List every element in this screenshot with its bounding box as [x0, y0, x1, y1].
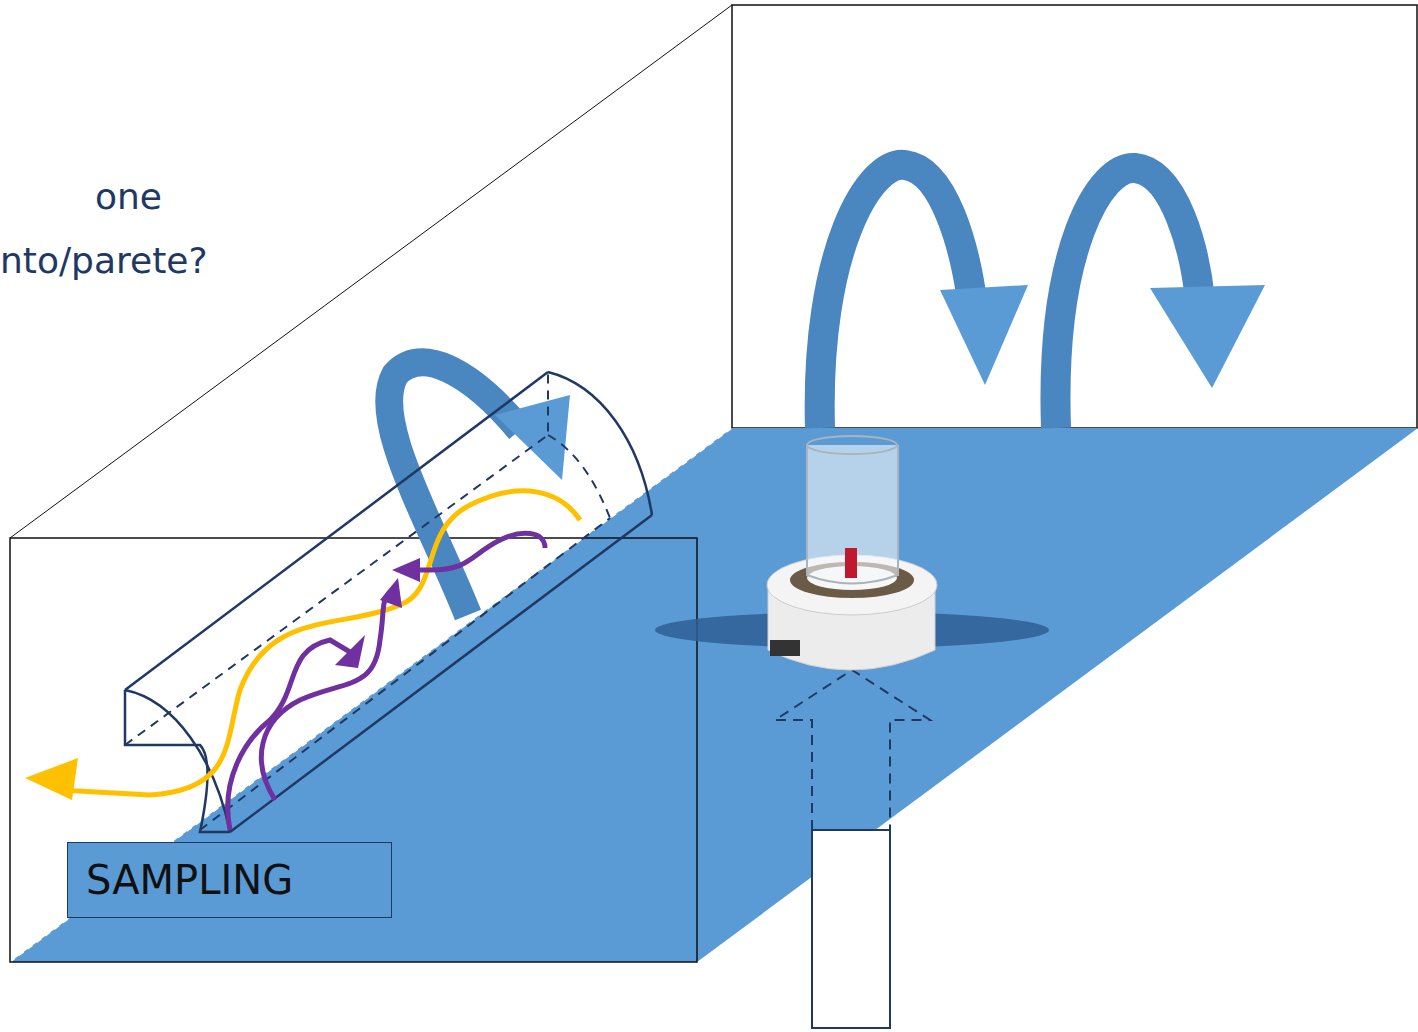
- tunnel-front-end: [125, 690, 230, 832]
- flow-path: [415, 533, 545, 570]
- device-port: [770, 640, 800, 656]
- note-text: nto/parete?: [0, 240, 208, 281]
- supply-arrow-hidden: [775, 670, 930, 830]
- arrow-head: [25, 758, 78, 800]
- arrow-head: [392, 558, 420, 582]
- tunnel-hidden: [125, 372, 610, 830]
- flow-paths: [228, 533, 545, 830]
- arc-arrow: [389, 362, 520, 615]
- box-label: SAMPLING: [68, 857, 293, 903]
- arrow-head: [495, 395, 570, 480]
- hidden-edge: [200, 518, 610, 830]
- circulation-arrows: [820, 165, 1200, 428]
- sampling-box: SAMPLING: [67, 842, 392, 918]
- arrow-head: [335, 635, 365, 668]
- hidden-edge: [548, 435, 610, 518]
- tunnel-back-arc: [548, 372, 652, 515]
- note-text: one: [95, 176, 162, 217]
- floor-edge: [10, 428, 732, 962]
- flow-path: [228, 640, 350, 830]
- device-glass: [807, 445, 898, 584]
- arrow-head: [1150, 285, 1265, 388]
- tunnel: [125, 372, 652, 832]
- hidden-arrow: [775, 670, 930, 830]
- back-wall: [732, 5, 1417, 428]
- device-glass-rim: [807, 436, 897, 454]
- front-wall: [10, 538, 697, 962]
- device-sample: [845, 548, 857, 578]
- arrow-head: [380, 578, 402, 608]
- supply-arrow-shaft: [812, 830, 890, 1028]
- arrow-head: [940, 285, 1028, 385]
- floor: [10, 428, 1418, 962]
- flow-path: [261, 590, 392, 800]
- tunnel-front-arc: [125, 690, 230, 832]
